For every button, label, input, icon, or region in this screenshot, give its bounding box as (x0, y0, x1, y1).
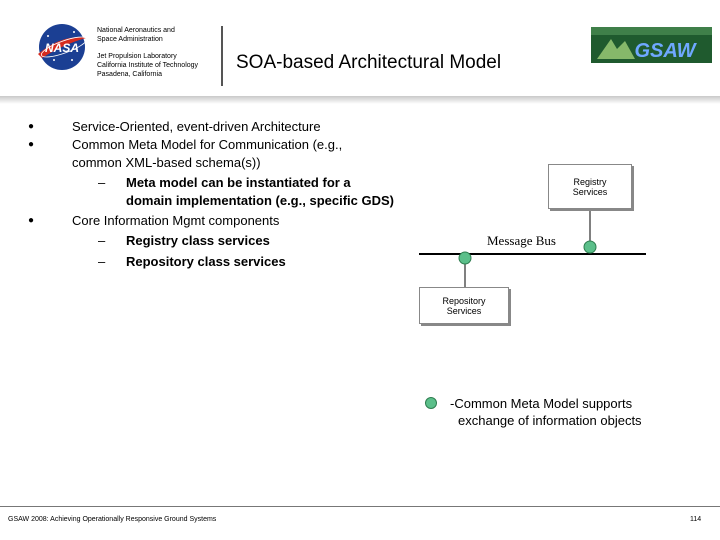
legend-line-1: -Common Meta Model supports (450, 396, 633, 411)
sub-bullet-text: Registry class services (126, 233, 270, 248)
legend-text: -Common Meta Model supports exchange of … (450, 395, 670, 429)
legend-line-2: exchange of information objects (458, 413, 642, 428)
repository-label-line-2: Services (446, 305, 482, 316)
repository-label-line-1: Repository (442, 295, 486, 306)
bullet-text-line-1: Common Meta Model for Communication (e.g… (72, 137, 343, 152)
registry-services-box: Registry Services (548, 164, 632, 209)
footer-text: GSAW 2008: Achieving Operationally Respo… (8, 516, 217, 523)
registry-node (583, 240, 597, 254)
bullet-marker: ● (28, 121, 35, 132)
nasa-logo: NASA (38, 24, 88, 70)
registry-label-line-1: Registry (573, 176, 607, 187)
jpl-line-1: Jet Propulsion Laboratory (97, 53, 177, 60)
bullet-marker: ● (28, 215, 35, 226)
sub-bullet-dash: – (98, 254, 106, 269)
bullet-text: Core Information Mgmt components (72, 213, 280, 228)
sub-bullet-text: Repository class services (126, 254, 286, 269)
repository-services-box: Repository Services (419, 287, 509, 324)
repository-node (458, 251, 472, 265)
bullet-text-line-2: common XML-based schema(s)) (72, 155, 261, 170)
registry-label-line-2: Services (572, 186, 608, 197)
agency-name: National Aeronautics and Space Administr… (97, 26, 227, 44)
bullet-marker: ● (28, 139, 35, 150)
sub-bullet-line-1: Meta model can be instantiated for a (126, 175, 351, 190)
header-shadow (0, 96, 720, 104)
message-bus-label: Message Bus (487, 233, 556, 248)
page-number: 114 (690, 516, 702, 523)
footer-divider (0, 506, 720, 507)
agency-line-2: Space Administration (97, 36, 163, 43)
gsaw-logo-text: GSAW (634, 40, 697, 62)
jpl-line-3: Pasadena, California (97, 71, 162, 78)
sub-bullet-dash: – (98, 175, 106, 190)
slide-title: SOA-based Architectural Model (236, 52, 502, 73)
bullet-text: Service-Oriented, event-driven Architect… (72, 119, 321, 134)
legend-node-icon (425, 397, 437, 409)
gsaw-logo: GSAW (591, 27, 712, 63)
sub-bullet-dash: – (98, 233, 106, 248)
agency-line-1: National Aeronautics and (97, 27, 175, 34)
jpl-line-2: California Institute of Technology (97, 62, 199, 69)
jpl-name: Jet Propulsion Laboratory California Ins… (97, 52, 227, 79)
header-divider (221, 26, 223, 86)
sub-bullet-line-2: domain implementation (e.g., specific GD… (126, 193, 394, 208)
